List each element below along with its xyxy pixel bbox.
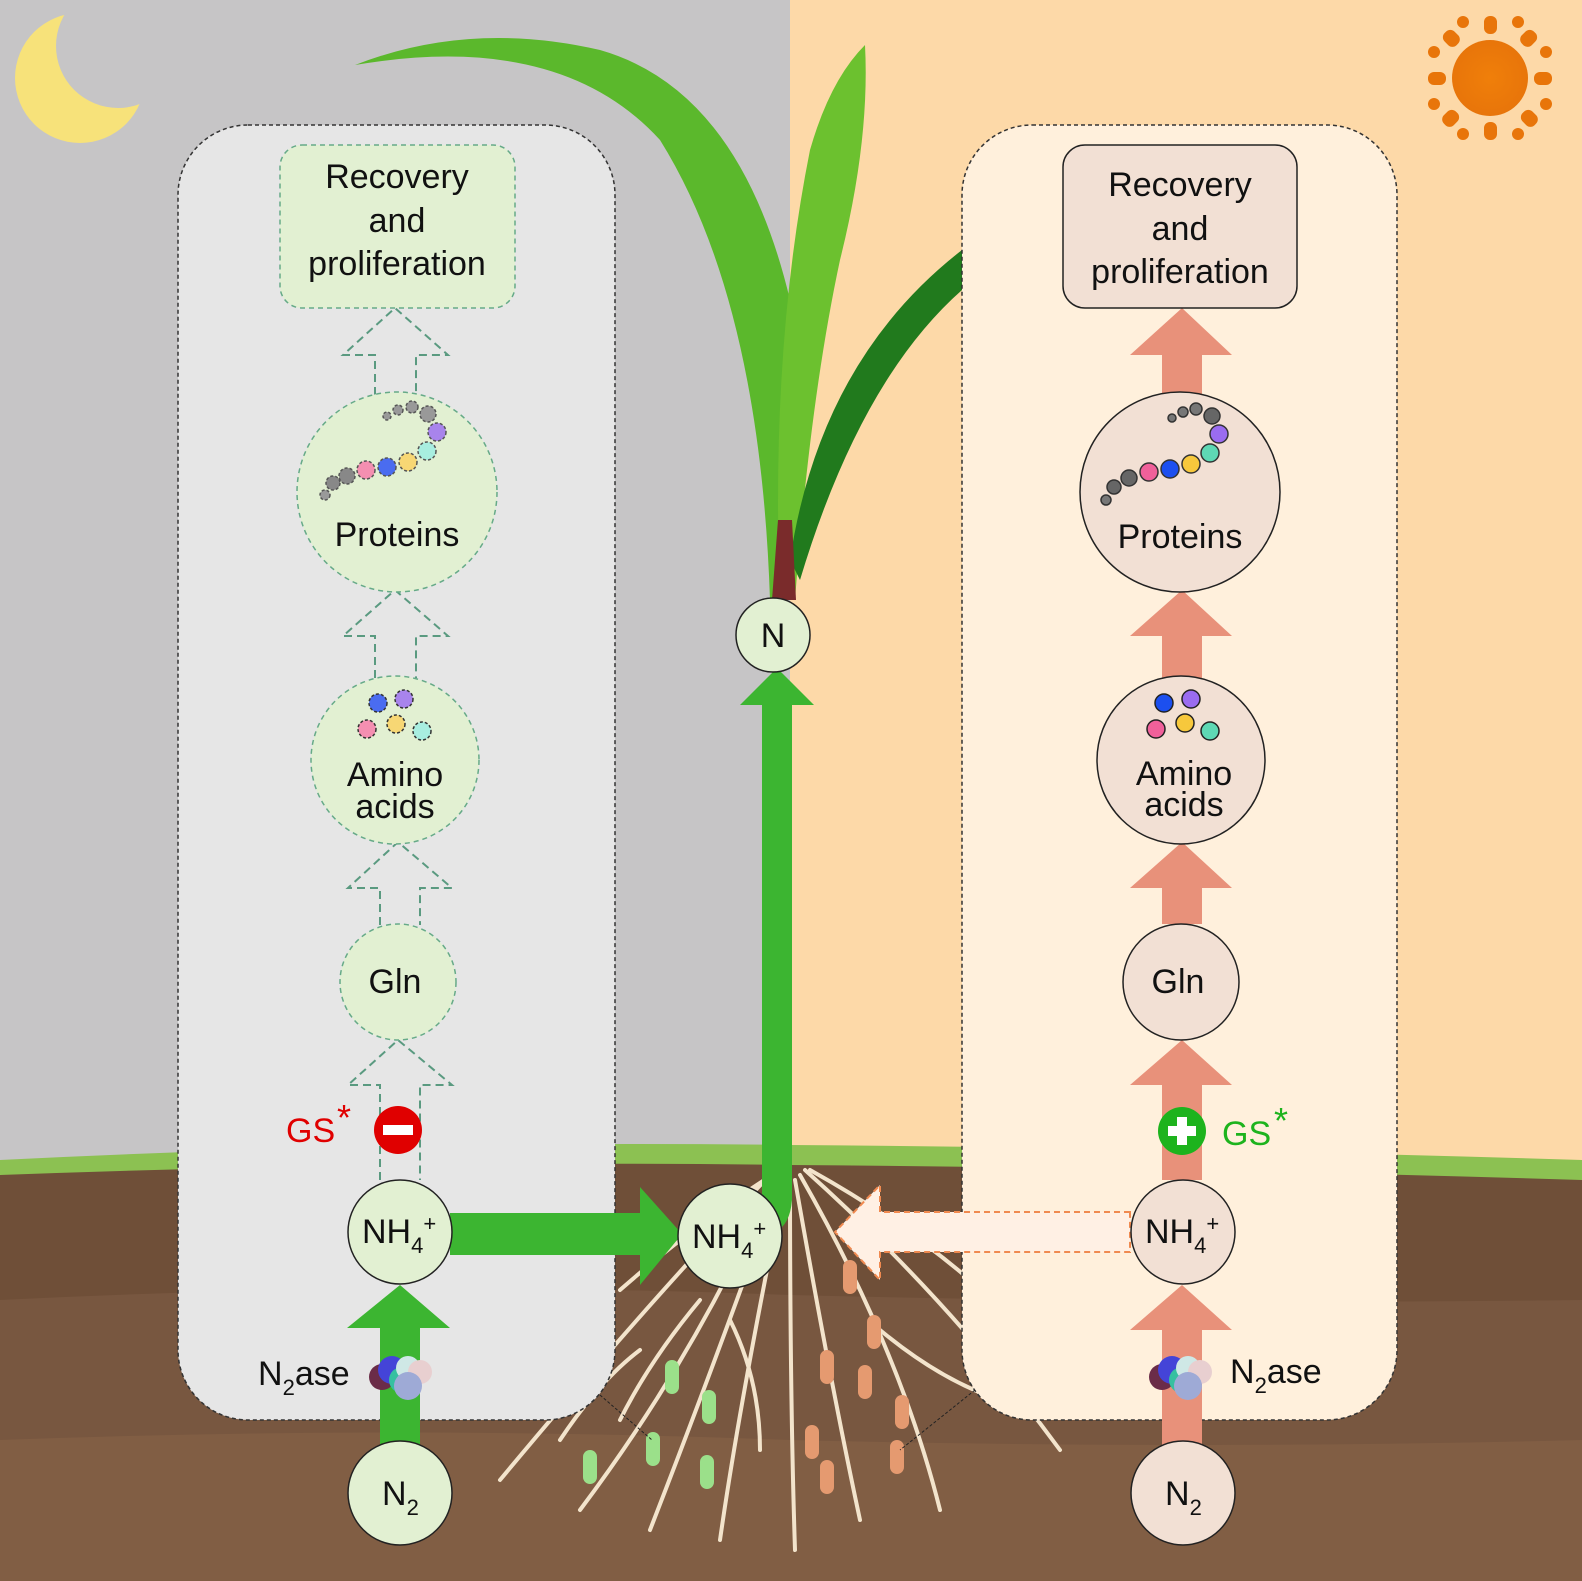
night-proteins-node: Proteins bbox=[296, 391, 498, 593]
night-amino-line1: Amino bbox=[347, 756, 443, 794]
night-recovery-box: Recovery and proliferation bbox=[279, 144, 516, 309]
nitrogenase-icon bbox=[369, 1356, 432, 1400]
night-n2ase-label: N2ase bbox=[258, 1355, 350, 1400]
day-recovery-line2: and bbox=[1152, 210, 1209, 248]
sun-icon bbox=[1428, 16, 1552, 140]
minus-icon bbox=[374, 1106, 422, 1154]
night-recovery-line3: proliferation bbox=[308, 245, 486, 283]
day-proteins-label: Proteins bbox=[1118, 518, 1243, 556]
moon-icon bbox=[15, 0, 180, 143]
day-proteins-node: Proteins bbox=[1079, 391, 1281, 593]
night-recovery-line2: and bbox=[369, 202, 426, 240]
night-recovery-line1: Recovery bbox=[325, 158, 469, 196]
day-callout-line bbox=[899, 1389, 976, 1451]
root-nh4-label: NH4+ bbox=[692, 1216, 766, 1263]
plant-n-label: N bbox=[761, 617, 786, 655]
day-gs-text: GS bbox=[1222, 1115, 1271, 1153]
night-n2ase: N2ase bbox=[258, 1355, 432, 1400]
day-gln-node: Gln bbox=[1122, 923, 1240, 1041]
day-recovery-line1: Recovery bbox=[1108, 166, 1252, 204]
night-gs-star: * bbox=[337, 1097, 351, 1138]
day-nh4-label: NH4+ bbox=[1145, 1211, 1219, 1258]
plus-icon bbox=[1158, 1107, 1206, 1155]
day-ammonium-export-arrow bbox=[833, 1182, 1131, 1283]
day-recovery-line3: proliferation bbox=[1091, 253, 1269, 291]
night-n2-label: N2 bbox=[382, 1475, 419, 1520]
day-n2ase: N2ase bbox=[1149, 1353, 1322, 1400]
night-n2-node: N2 bbox=[347, 1440, 453, 1546]
night-nh4-label: NH4+ bbox=[362, 1211, 436, 1258]
day-gs-star: * bbox=[1274, 1100, 1288, 1141]
day-amino-line2: acids bbox=[1144, 786, 1223, 824]
bacteria-icon bbox=[583, 1260, 909, 1494]
day-n2-label: N2 bbox=[1165, 1475, 1202, 1520]
night-gln-label: Gln bbox=[369, 963, 422, 1001]
night-proteins-label: Proteins bbox=[335, 516, 460, 554]
day-n2ase-label: N2ase bbox=[1230, 1353, 1322, 1398]
night-amino-acids-node: Amino acids bbox=[310, 675, 480, 845]
root-nh4-node: NH4+ bbox=[677, 1183, 783, 1289]
day-gs-label: GS * bbox=[1222, 1100, 1288, 1153]
day-amino-acids-node: Amino acids bbox=[1096, 675, 1266, 845]
day-nh4-node: NH4+ bbox=[1130, 1179, 1236, 1285]
night-nh4-node: NH4+ bbox=[347, 1179, 453, 1285]
plant-illustration bbox=[355, 38, 962, 600]
day-recovery-box: Recovery and proliferation bbox=[1062, 144, 1298, 309]
nitrogenase-icon bbox=[1149, 1356, 1212, 1400]
day-n2-node: N2 bbox=[1130, 1440, 1236, 1546]
night-gln-node: Gln bbox=[339, 923, 457, 1041]
amino-acid-cluster-icon bbox=[1146, 689, 1220, 741]
day-amino-line1: Amino bbox=[1136, 755, 1232, 793]
amino-acid-cluster-icon bbox=[357, 689, 432, 741]
day-gln-label: Gln bbox=[1152, 963, 1205, 1001]
protein-chain-icon bbox=[1100, 402, 1229, 506]
protein-chain-icon bbox=[319, 400, 447, 501]
night-gs-text: GS bbox=[286, 1112, 335, 1150]
night-amino-line2: acids bbox=[355, 788, 434, 826]
night-gs-label: GS * bbox=[286, 1097, 351, 1150]
plant-n-node: N bbox=[735, 597, 811, 673]
night-callout-line bbox=[599, 1394, 653, 1441]
